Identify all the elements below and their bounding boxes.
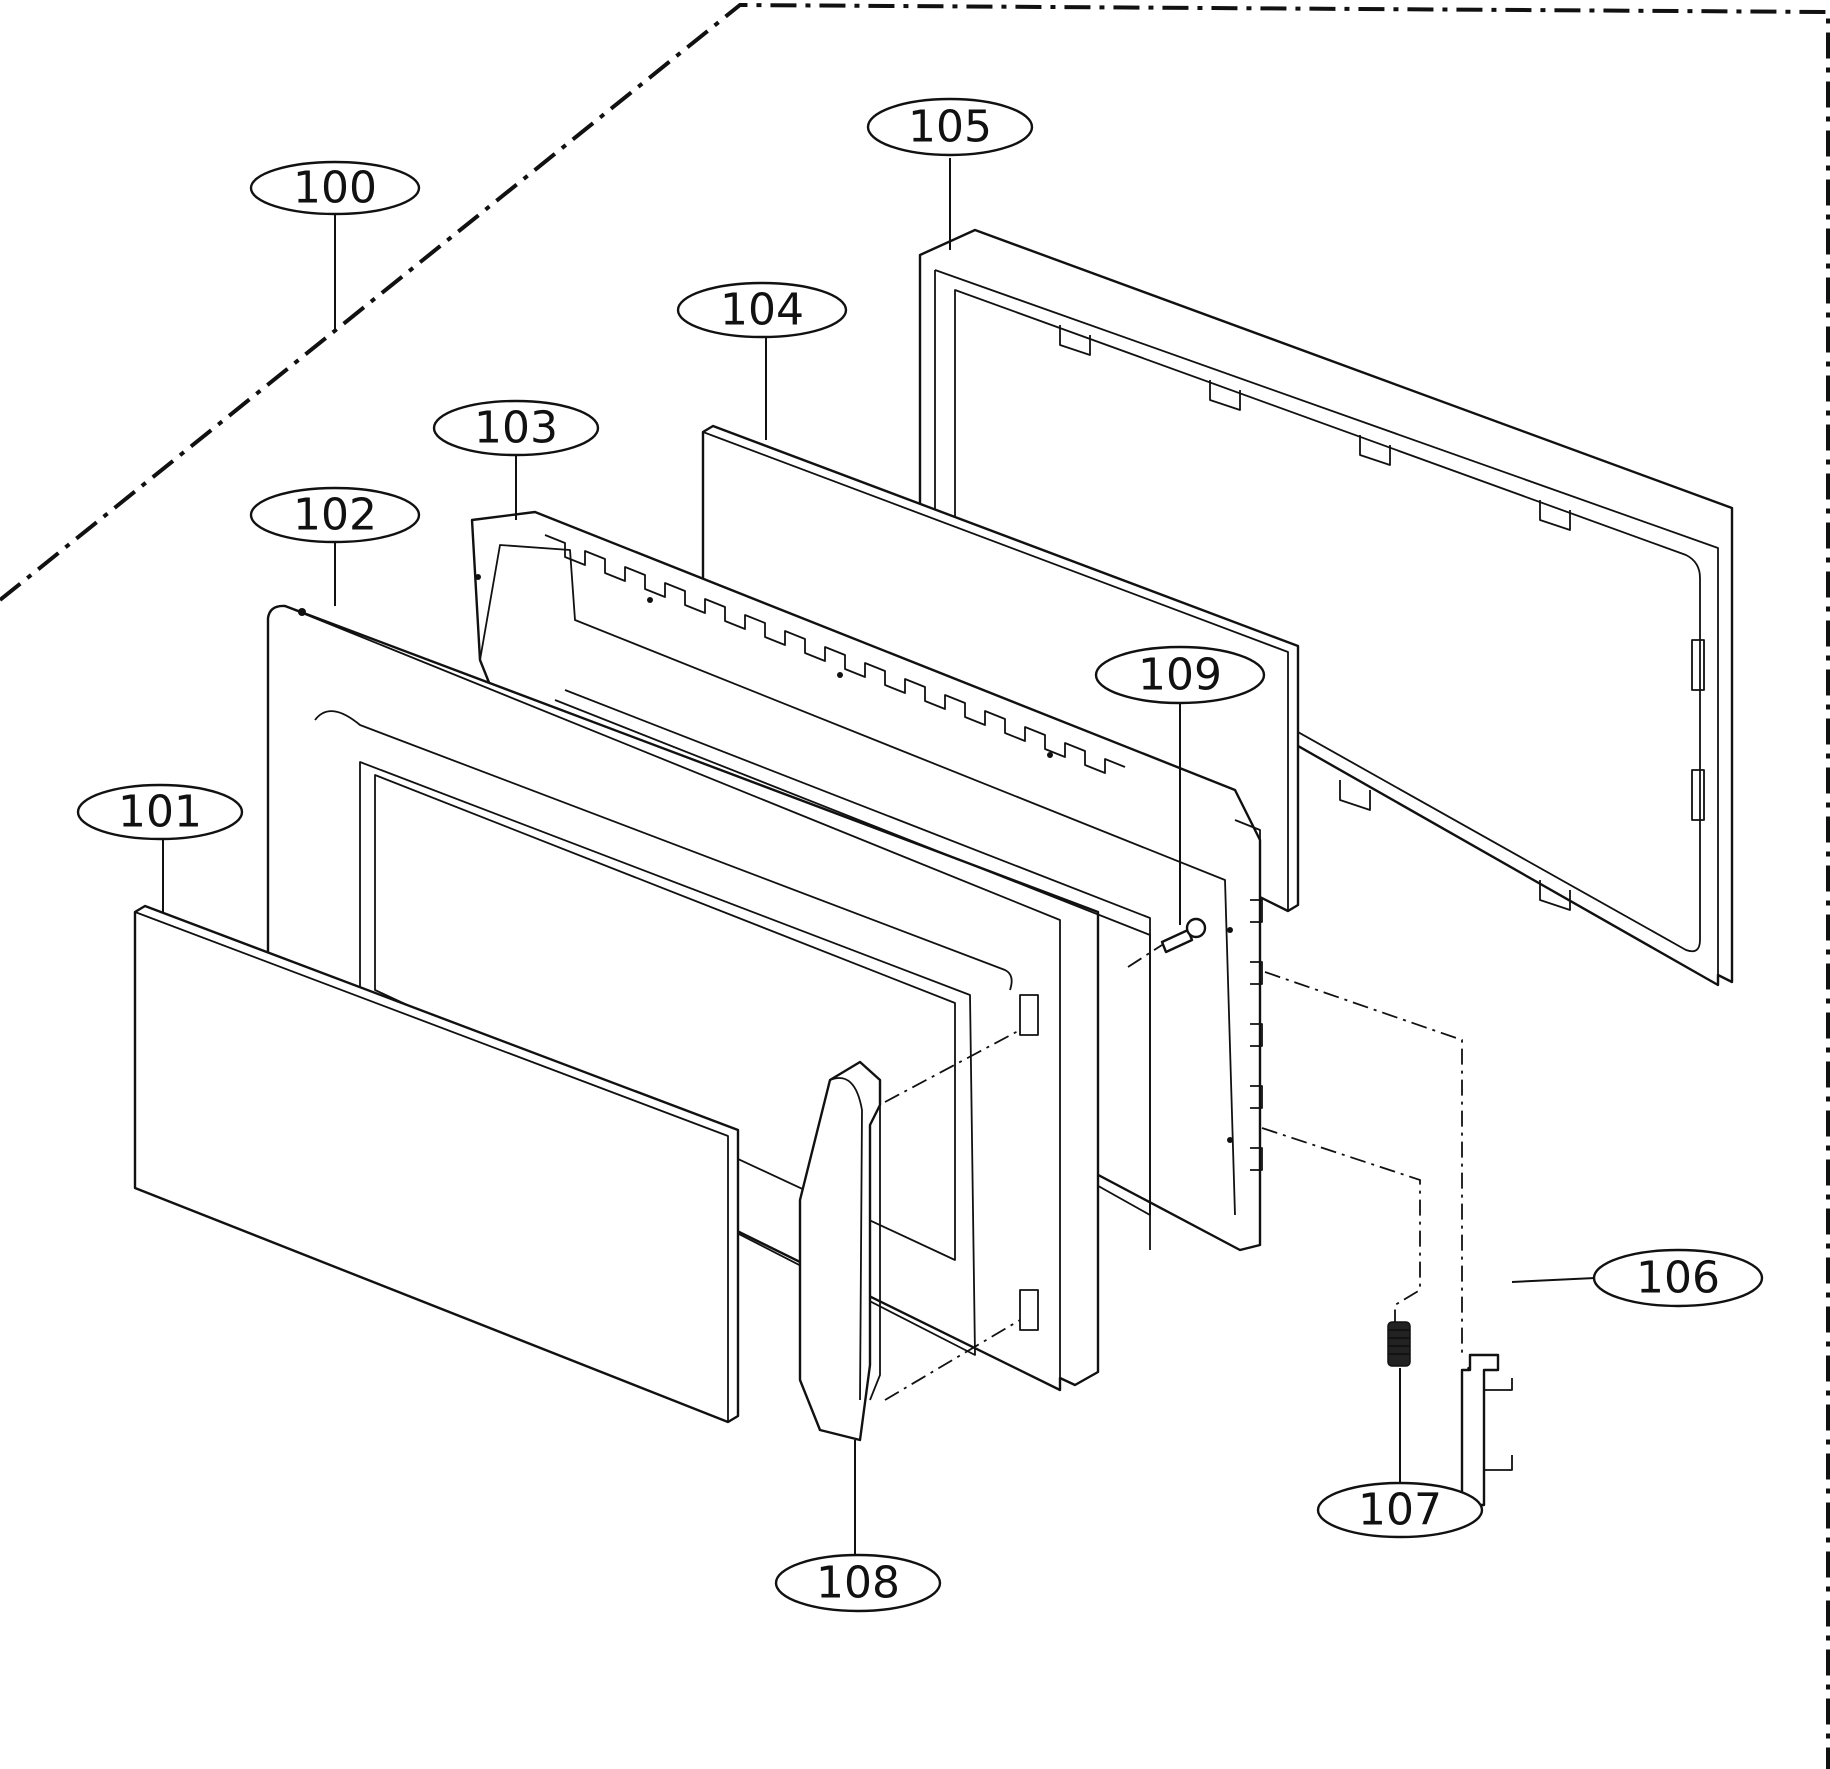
part-109-screw — [1160, 917, 1207, 954]
part-106-latch — [1460, 1353, 1513, 1512]
callout-label-106: 106 — [1636, 1253, 1720, 1304]
callout-label-108: 108 — [816, 1558, 900, 1609]
part-108-handle — [798, 1060, 882, 1442]
part-101-panel — [133, 904, 740, 1424]
callout-label-103: 103 — [474, 403, 558, 454]
assembly-lines — [884, 944, 1463, 1401]
part-102-door-body — [266, 604, 1151, 1392]
callout-label-105: 105 — [908, 102, 992, 153]
callout-label-109: 109 — [1138, 650, 1222, 701]
callout-108: 108 — [774, 1553, 942, 1613]
callout-label-102: 102 — [293, 490, 377, 541]
callout-106: 106 — [1592, 1248, 1764, 1308]
callout-104: 104 — [676, 281, 848, 339]
callout-109: 109 — [1094, 645, 1266, 705]
callout-label-101: 101 — [118, 787, 202, 838]
callout-103: 103 — [432, 399, 600, 457]
callout-105: 105 — [866, 97, 1034, 157]
callout-label-100: 100 — [293, 163, 377, 214]
callout-107: 107 — [1316, 1481, 1484, 1539]
part-107-spring — [1387, 1321, 1411, 1367]
callout-label-104: 104 — [720, 285, 804, 336]
callout-100: 100 — [249, 160, 421, 216]
callout-label-107: 107 — [1358, 1485, 1442, 1536]
callout-101: 101 — [76, 783, 244, 841]
callout-102: 102 — [249, 486, 421, 544]
